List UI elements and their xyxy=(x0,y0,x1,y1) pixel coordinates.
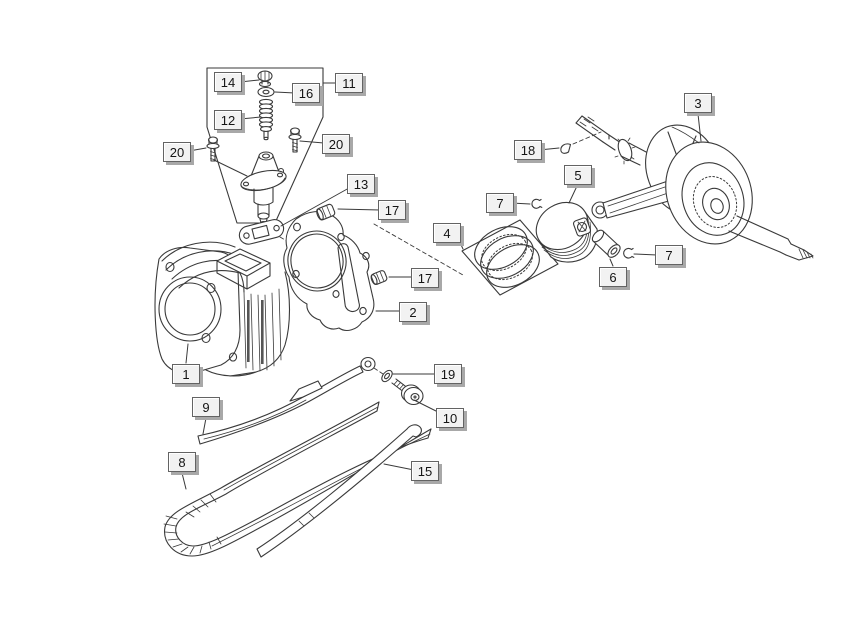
callout-17-bottom[interactable]: 17 xyxy=(411,268,439,288)
callout-13[interactable]: 13 xyxy=(347,174,375,194)
callout-19[interactable]: 19 xyxy=(434,364,462,384)
woodruff-key-drawing-18 xyxy=(560,143,572,154)
head-gasket-drawing xyxy=(283,210,375,331)
callout-9[interactable]: 9 xyxy=(192,397,220,417)
dowel-drawing-17-top xyxy=(316,203,336,221)
flange-screw-drawing-20-left xyxy=(206,136,220,162)
callout-5[interactable]: 5 xyxy=(564,165,592,185)
piston-rings-drawing xyxy=(461,219,559,296)
dowel-drawing-17-bottom xyxy=(370,270,388,285)
plug-screw-drawing-10 xyxy=(400,384,424,406)
callout-2[interactable]: 2 xyxy=(399,302,427,322)
callout-15[interactable]: 15 xyxy=(411,461,439,481)
tensioner-gasket-drawing-13 xyxy=(238,219,285,245)
callout-18[interactable]: 18 xyxy=(514,140,542,160)
callout-10[interactable]: 10 xyxy=(436,408,464,428)
callout-20-right[interactable]: 20 xyxy=(322,134,350,154)
chain-guide-drawing xyxy=(197,356,376,445)
circlip-drawing-7-right xyxy=(623,247,635,259)
callout-12[interactable]: 12 xyxy=(214,110,242,130)
callout-14[interactable]: 14 xyxy=(214,72,242,92)
flange-screw-drawing-20-right xyxy=(288,127,302,153)
wrist-pin-drawing-6 xyxy=(591,229,621,258)
callout-17-top[interactable]: 17 xyxy=(378,200,406,220)
cylinder-drawing xyxy=(154,241,290,377)
callout-7-right[interactable]: 7 xyxy=(655,245,683,265)
piston-drawing xyxy=(535,201,598,263)
cam-chain-drawing xyxy=(163,401,432,557)
callout-1[interactable]: 1 xyxy=(172,364,200,384)
cap-nut-drawing-14 xyxy=(257,70,273,88)
callout-7-left[interactable]: 7 xyxy=(486,193,514,213)
callout-4[interactable]: 4 xyxy=(433,223,461,243)
callout-11[interactable]: 11 xyxy=(335,73,363,93)
callout-16[interactable]: 16 xyxy=(292,83,320,103)
callout-6[interactable]: 6 xyxy=(599,267,627,287)
callout-20-left[interactable]: 20 xyxy=(163,142,191,162)
callout-3[interactable]: 3 xyxy=(684,93,712,113)
tensioner-strip-drawing xyxy=(256,424,422,558)
washer-drawing-16 xyxy=(257,86,275,98)
circlip-drawing-7-left xyxy=(531,198,543,209)
callout-8[interactable]: 8 xyxy=(168,452,196,472)
leader-lines xyxy=(181,79,702,490)
crankshaft-drawing xyxy=(575,115,814,261)
spring-drawing-12 xyxy=(258,98,274,141)
tensioner-body-drawing xyxy=(240,151,287,226)
